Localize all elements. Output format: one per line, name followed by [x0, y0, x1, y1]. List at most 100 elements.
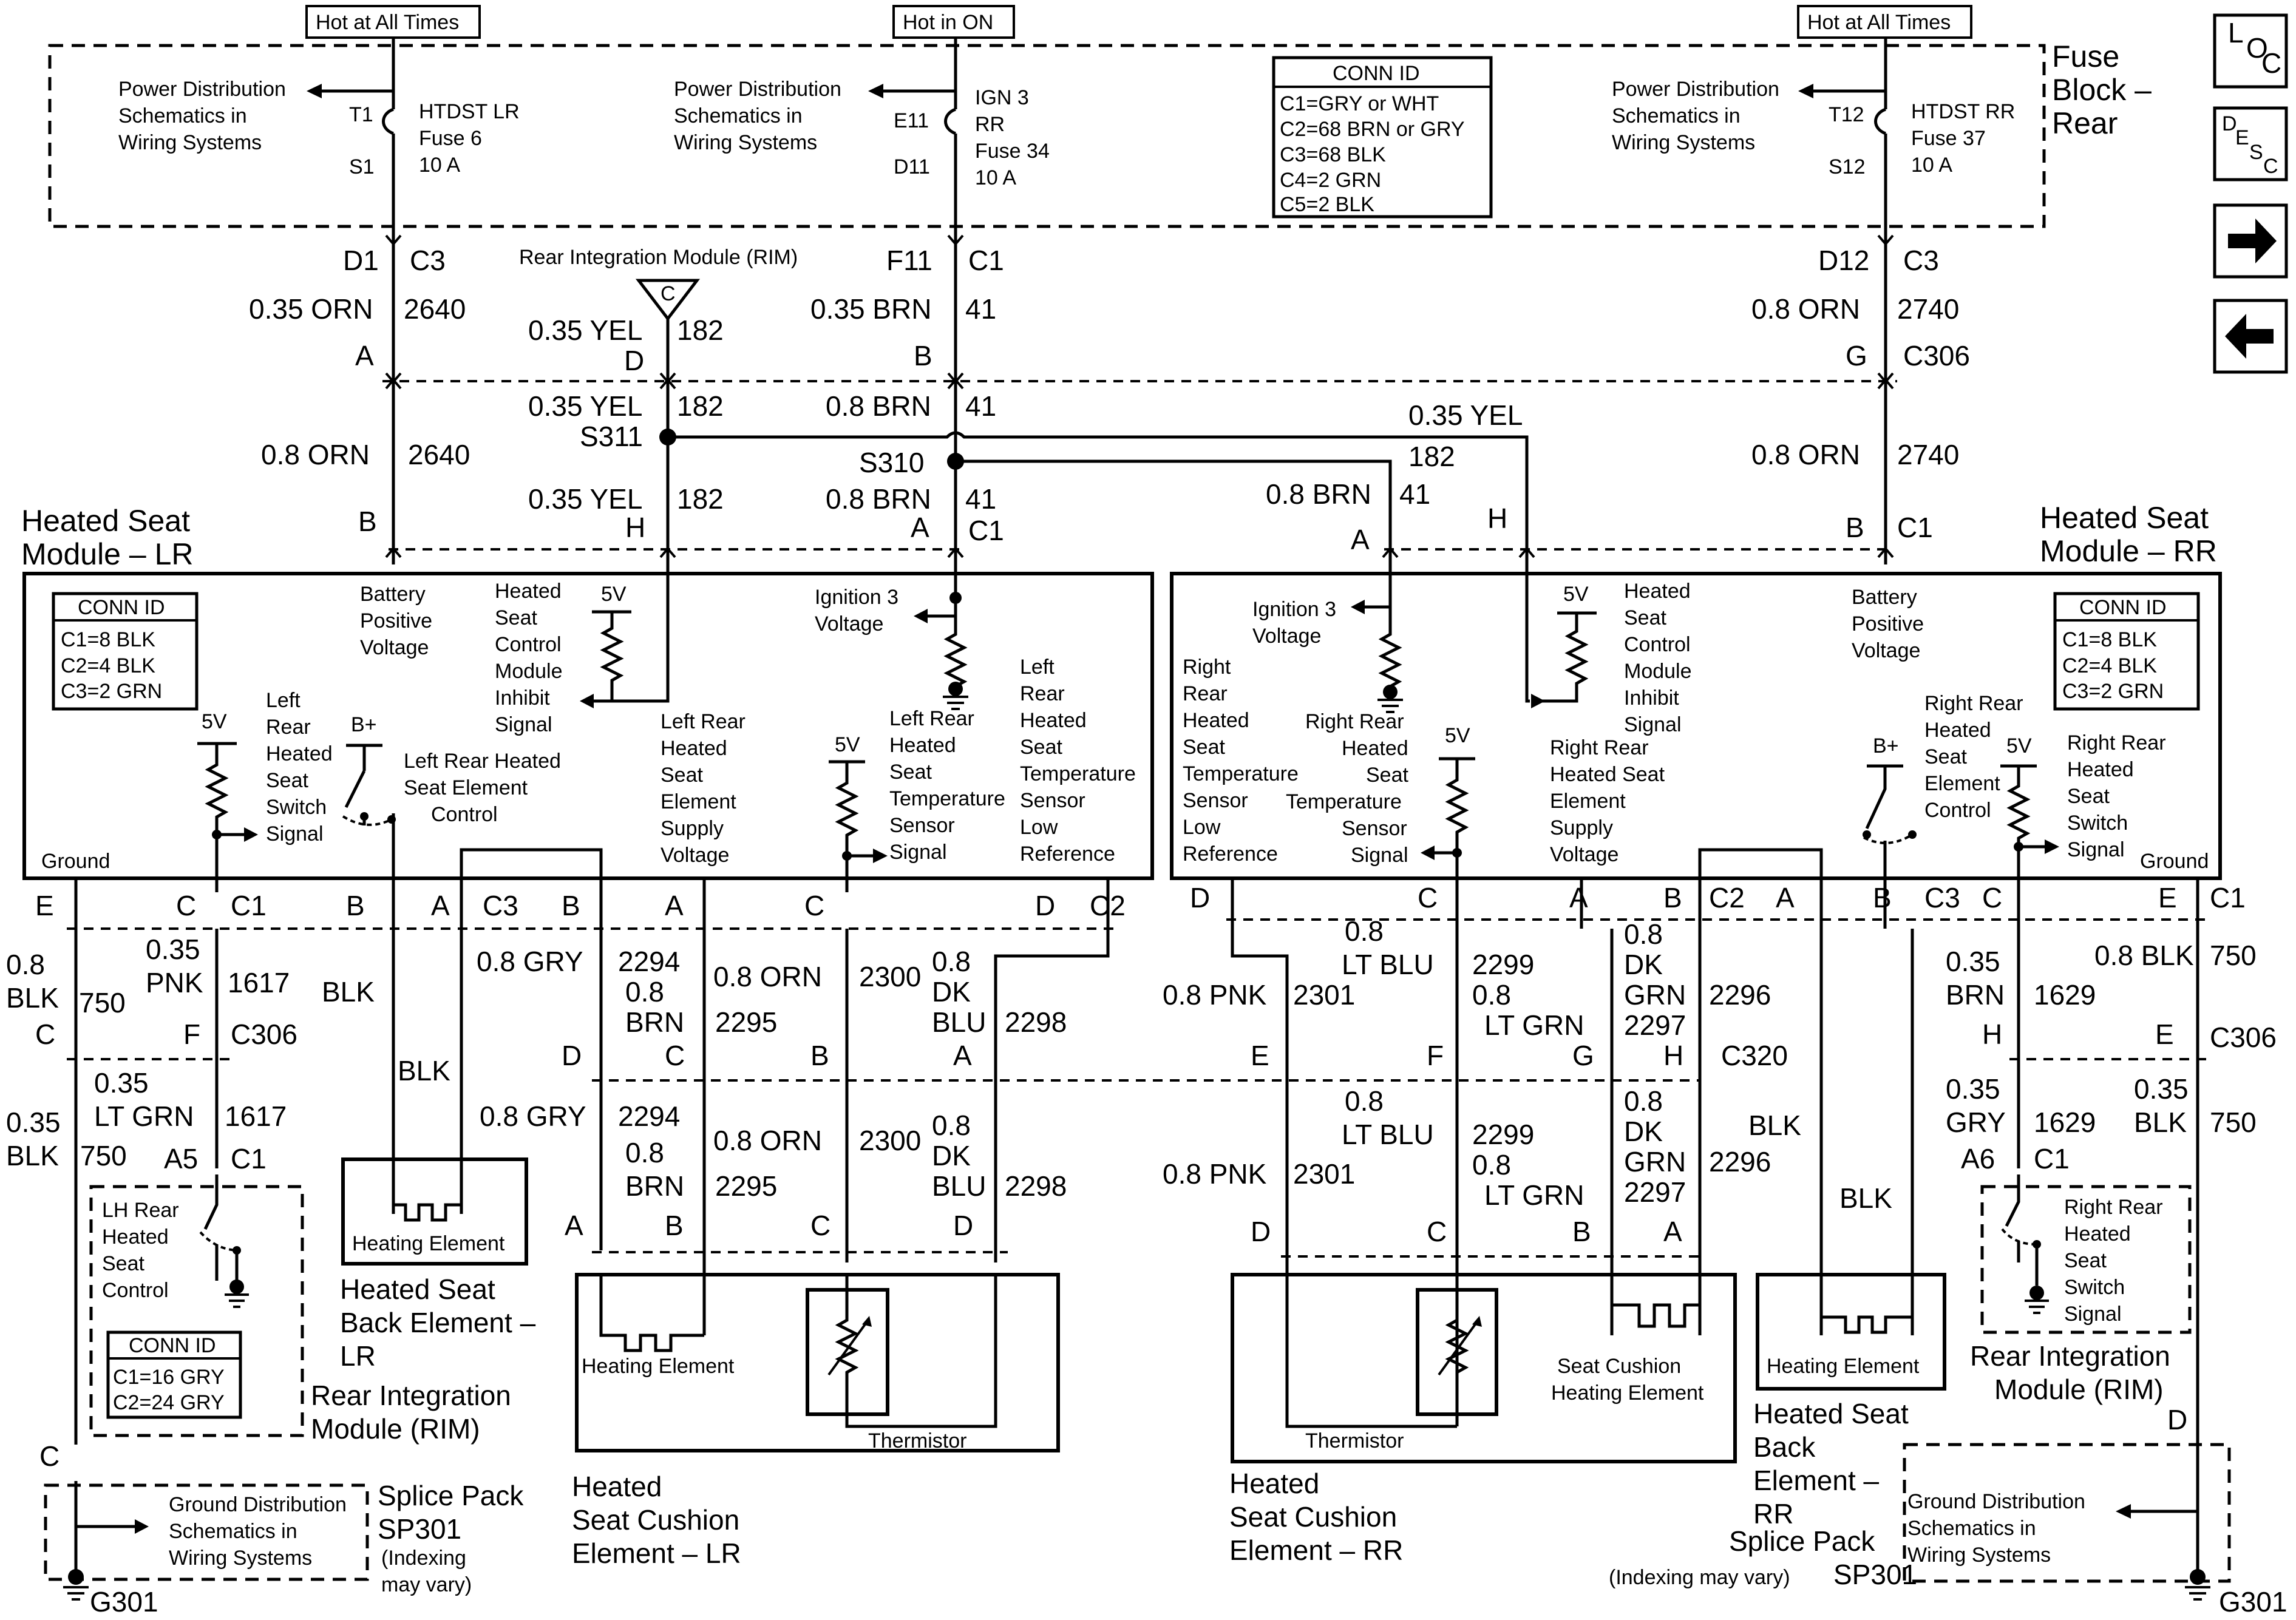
diagram-label: A: [953, 1040, 972, 1071]
gnd-dist-right-label: Ground Distribution Schematics in Wiring…: [1907, 1490, 2085, 1567]
diagram-label: 0.8: [1345, 915, 1384, 947]
lh-rear-control-label: LH Rear Heated Seat Control: [102, 1199, 179, 1302]
diagram-label: may vary): [381, 1573, 472, 1596]
diagram-label: Block –: [2052, 73, 2152, 107]
diagram-label: 10 A: [1911, 154, 1952, 177]
pd-text-mid: Power Distribution Schematics in Wiring …: [674, 78, 841, 154]
terminal-s1: S1: [349, 155, 375, 178]
splice-pack-right: Splice Pack SP301 (Indexing may vary): [1609, 1525, 1917, 1590]
diagram-label: 0.8 ORN: [713, 1125, 822, 1156]
diagram-label: Voltage: [661, 844, 729, 867]
diagram-label: CONN ID: [1333, 62, 1420, 85]
pin-d-c306: D: [624, 345, 644, 376]
diagram-label: Back Element –: [340, 1307, 536, 1338]
diagram-label: 5V: [1445, 724, 1470, 747]
diagram-label: Heated: [1183, 709, 1249, 732]
diagram-label: Schematics in: [118, 104, 247, 127]
diagram-label: Ground Distribution: [169, 1493, 347, 1516]
diagram-label: A: [665, 890, 684, 921]
diagram-label: B+: [1873, 734, 1899, 757]
hot-label-left: Hot at All Times: [305, 5, 481, 39]
diagram-label: PNK: [146, 967, 203, 998]
diagram-label: Rear: [1020, 682, 1065, 705]
diagram-label: Splice Pack: [378, 1480, 524, 1511]
diagram-label: RR: [975, 113, 1005, 136]
next-page-button[interactable]: [2213, 203, 2288, 279]
diagram-label: HTDST LR: [419, 100, 520, 123]
prev-page-button[interactable]: [2213, 299, 2288, 374]
diagram-label: Signal: [495, 713, 552, 736]
diagram-label: C1: [231, 1143, 267, 1174]
diagram-label: Sensor: [889, 814, 955, 837]
fuse-block-title: Fuse Block – Rear: [2052, 39, 2152, 140]
cushion-lr-title: Heated Seat Cushion Element – LR: [572, 1471, 741, 1569]
w750b-label: 0.35 BLK: [6, 1107, 61, 1171]
diagram-label: BLK: [2134, 1107, 2187, 1138]
rim-left-conn-id: CONN ID C1=16 GRY C2=24 GRY: [106, 1330, 242, 1419]
diagram-label: BLK: [398, 1055, 450, 1086]
desc-button[interactable]: D E S C: [2213, 106, 2288, 181]
diagram-label: 0.35: [1946, 1073, 2000, 1105]
diagram-label: 10 A: [419, 154, 460, 177]
diagram-label: Signal: [1351, 844, 1408, 867]
diagram-label: Supply: [661, 817, 724, 840]
diagram-label: DK: [1624, 949, 1663, 980]
lr-temp-sig-label: Left Rear Heated Seat Temperature Sensor…: [889, 707, 1005, 864]
diagram-label: Module: [1624, 660, 1692, 683]
diagram-label: Element: [661, 790, 736, 813]
diagram-label: Battery: [1852, 586, 1917, 609]
diagram-label: 750: [80, 1140, 127, 1171]
diagram-label: A: [1569, 882, 1588, 913]
diagram-label: 0.35 BRN: [810, 293, 931, 325]
diagram-label: B+: [351, 713, 377, 736]
back-element-lr-title: Heated Seat Back Element – LR: [340, 1273, 536, 1372]
diagram-label: C3=2 GRN: [61, 680, 162, 703]
hot-label-right: Hot at All Times: [1797, 5, 1972, 39]
diagram-label: C: [661, 282, 676, 305]
diagram-label: Power Distribution: [118, 78, 286, 101]
lr-switch-label: Left Rear Heated Seat Switch Signal: [266, 689, 333, 846]
pin-d12: D12: [1818, 245, 1869, 276]
diagram-label: Heating Element: [582, 1355, 735, 1378]
diagram-label: Inhibit: [1624, 686, 1679, 710]
conn-c3-top: C3: [410, 245, 446, 276]
diagram-label: Seat Element: [404, 776, 528, 799]
diagram-label: Signal: [1624, 713, 1682, 736]
diagram-label: 0.35 YEL: [1408, 399, 1523, 431]
module-lr-title: Heated Seat Module – LR: [21, 504, 194, 571]
diagram-label: 41: [1399, 478, 1430, 510]
rim-label-top: Rear Integration Module (RIM): [519, 246, 798, 269]
diagram-label: Heated: [102, 1225, 169, 1249]
rim-right-title: Rear Integration Module (RIM): [1970, 1340, 2170, 1405]
diagram-label: Battery: [360, 583, 426, 606]
ground-g301-right: G301: [2219, 1586, 2288, 1617]
diagram-label: Element – LR: [572, 1537, 741, 1569]
diagram-label: Ignition 3: [815, 586, 898, 609]
diagram-label: Control: [1624, 633, 1691, 656]
diagram-label: 182: [677, 390, 724, 422]
diagram-label: C4=2 GRN: [1280, 169, 1381, 192]
diagram-label: Seat Cushion: [572, 1504, 739, 1536]
diagram-label: L: [2228, 17, 2244, 49]
diagram-label: 0.8: [625, 976, 664, 1008]
diagram-label: Right Rear: [2064, 1196, 2163, 1219]
loc-button[interactable]: L O C: [2213, 13, 2288, 89]
diagram-label: Left Rear: [661, 710, 746, 733]
diagram-label: Control: [1924, 799, 1991, 822]
diagram-label: 2301: [1293, 1158, 1355, 1190]
diagram-label: Seat: [102, 1252, 144, 1275]
diagram-label: Seat: [661, 764, 703, 787]
diagram-label: C5=2 BLK: [1280, 193, 1374, 216]
module-rr-conn-id: CONN ID C1=8 BLK C2=4 BLK C3=2 GRN: [2053, 592, 2200, 711]
back-element-rr-title: Heated Seat Back Element – RR: [1753, 1398, 1909, 1530]
arrow-right-icon: [2228, 219, 2277, 263]
diagram-label: Signal: [889, 841, 947, 864]
diagram-label: Left Rear Heated: [404, 750, 561, 773]
diagram-label: Wiring Systems: [169, 1547, 312, 1570]
lr-battery-label: Battery Positive Voltage: [360, 583, 432, 659]
diagram-label: Right Rear: [1924, 692, 2023, 715]
diagram-label: O: [2246, 32, 2268, 64]
diagram-label: Heated Seat: [2040, 501, 2209, 535]
heated-seat-cushion-element-lr: [575, 1273, 1060, 1452]
